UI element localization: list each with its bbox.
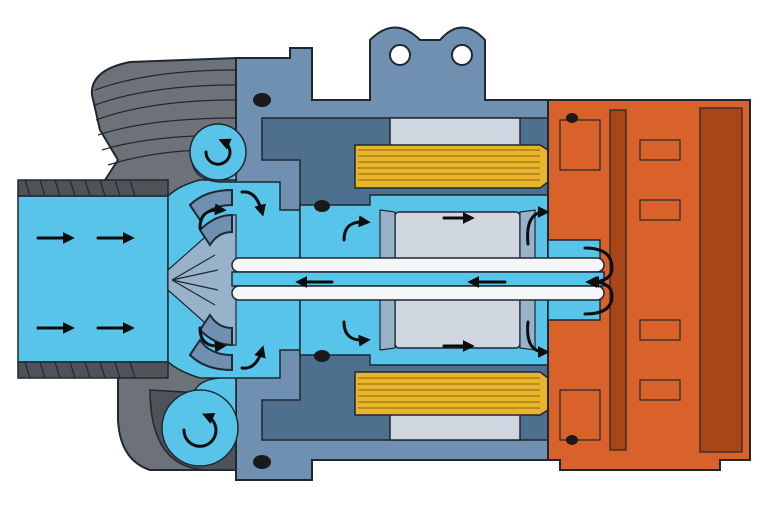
inlet-pipe: [17, 179, 169, 379]
rear-arrow-2: [526, 320, 550, 358]
shaft-loop-arrow-2: [583, 276, 614, 316]
electronics-panel: [699, 107, 743, 453]
impeller-arrow-2: [198, 326, 227, 353]
rotor-entry-arrow-1: [342, 215, 371, 242]
rear-arrow-1: [526, 206, 550, 246]
shaft-loop-arrow-1: [583, 246, 614, 288]
mount-hole-left: [389, 44, 411, 66]
outlet-arrow-1: [240, 190, 266, 217]
volute-lower-fluid: [161, 389, 239, 467]
mount-hole-right: [451, 44, 473, 66]
electronics-housing: [547, 99, 751, 471]
stator-top: [389, 117, 521, 149]
impeller-arrow-1: [198, 203, 227, 230]
impeller: [167, 188, 237, 372]
shaft-upper: [231, 257, 605, 273]
electronics-board: [609, 109, 627, 451]
rotor-entry-arrow-2: [342, 320, 371, 347]
stator-winding-top: [354, 144, 549, 189]
inlet-thread-bottom: [17, 361, 169, 379]
inlet-thread-top: [17, 179, 169, 197]
outlet-arrow-2: [240, 345, 266, 370]
volute-upper-fluid: [189, 123, 247, 181]
shaft-bore: [231, 271, 605, 287]
electronics-connectors: [559, 119, 681, 441]
impeller-blade-bot-2: [198, 313, 233, 347]
impeller-blade-bot-1: [188, 338, 233, 372]
stator-winding-bottom: [354, 371, 549, 416]
shaft: [231, 257, 605, 301]
impeller-spikes: [171, 254, 219, 306]
shaft-lower: [231, 285, 605, 301]
flow-arrows: [36, 138, 614, 448]
swirl-upper-icon: [204, 138, 232, 166]
swirl-lower-icon: [182, 413, 218, 448]
inlet-fluid: [17, 195, 169, 363]
impeller-blade-top-2: [198, 213, 233, 247]
o-rings: [253, 93, 578, 469]
